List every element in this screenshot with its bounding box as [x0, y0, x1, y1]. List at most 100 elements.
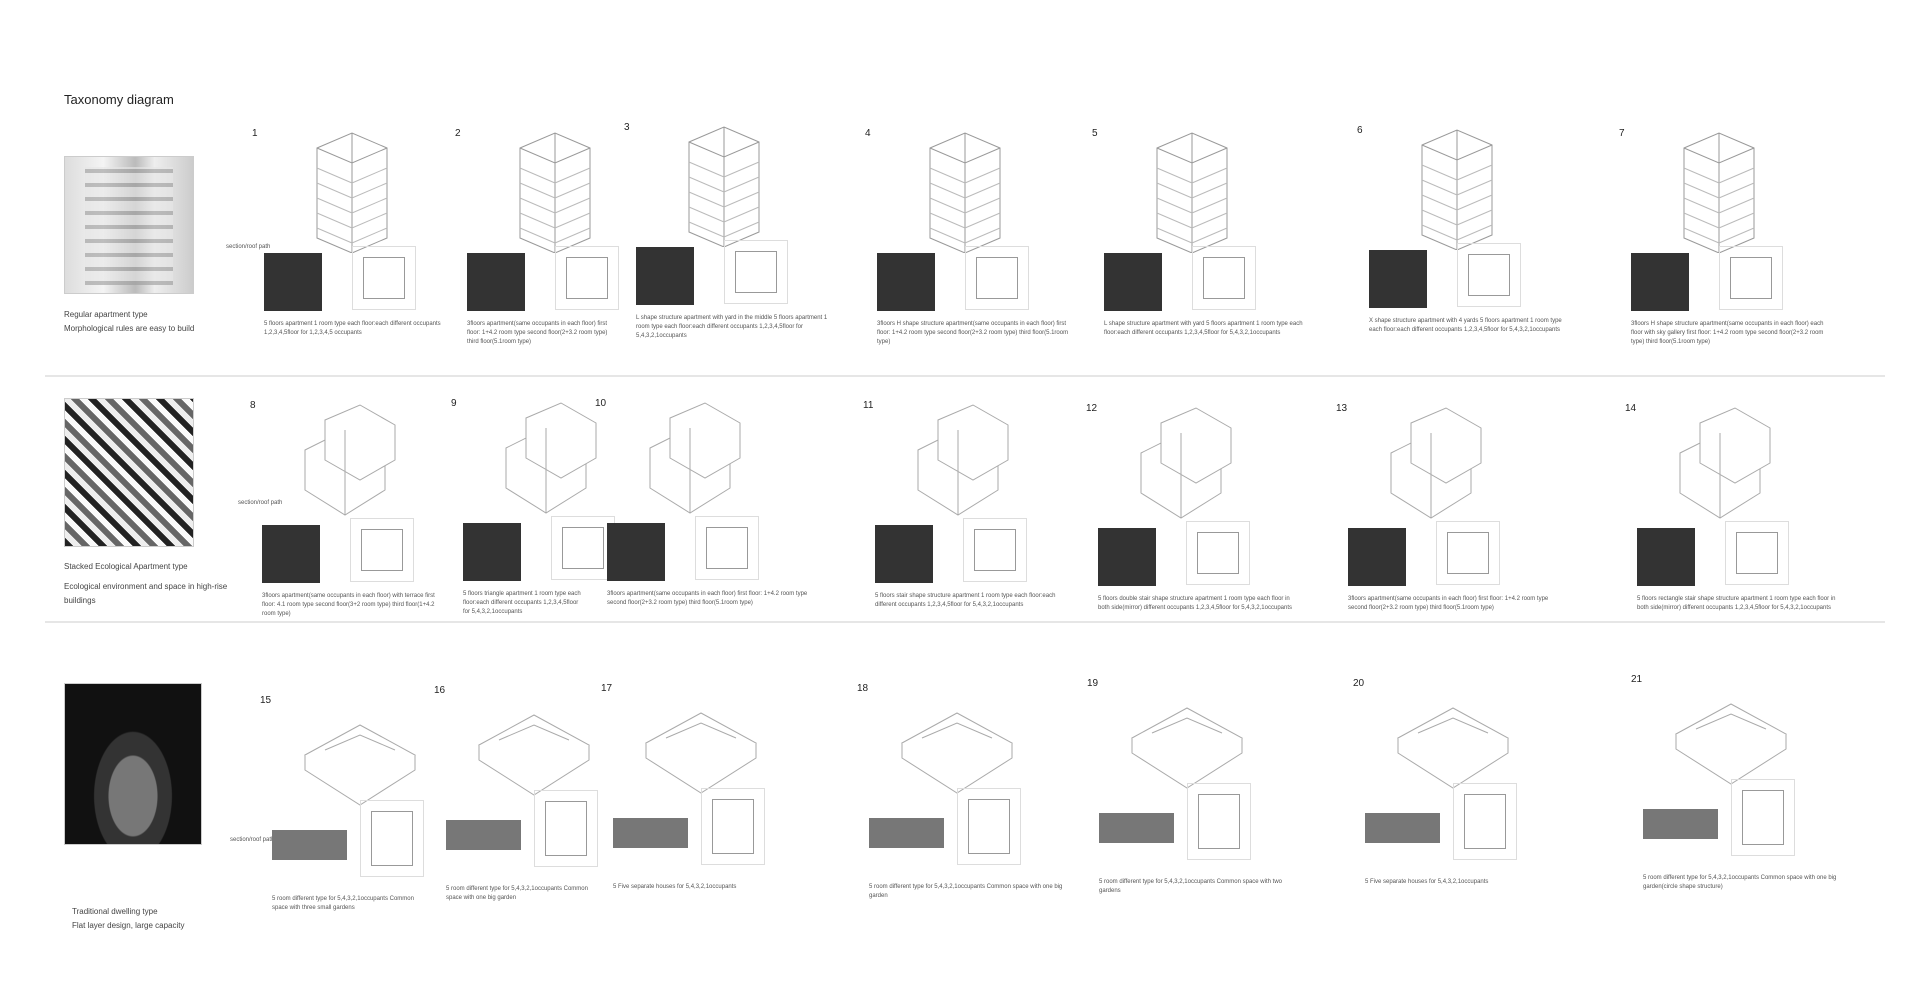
- isometric-drawing: [287, 128, 417, 254]
- section-drawing: [1098, 528, 1156, 586]
- isometric-drawing: [295, 695, 425, 820]
- isometric-drawing: [486, 398, 616, 523]
- isometric-drawing: [469, 685, 599, 810]
- section-drawing: [636, 247, 694, 305]
- item-number: 10: [595, 398, 607, 409]
- category-stacked: Stacked Ecological Apartment type Ecolog…: [64, 560, 234, 608]
- section-drawing: [1631, 253, 1689, 311]
- item-number: 11: [863, 400, 874, 411]
- roof-plan-drawing: [360, 800, 424, 877]
- item-number: 14: [1625, 403, 1637, 414]
- regular-apartment-photo: [64, 156, 194, 294]
- section-drawing: [1365, 813, 1440, 843]
- isometric-drawing: [285, 400, 415, 525]
- section-drawing: [1099, 813, 1174, 843]
- isometric-drawing: [1121, 403, 1251, 528]
- item-number: 9: [451, 398, 457, 409]
- section-drawing: [1637, 528, 1695, 586]
- taxonomy-item-1: 1 5 floors apartment 1 room type each flo…: [252, 128, 472, 368]
- roof-plan-drawing: [701, 788, 765, 865]
- roof-plan-drawing: [1453, 783, 1517, 860]
- item-number: 2: [455, 128, 461, 139]
- section-drawing: [877, 253, 935, 311]
- category-name: Traditional dwelling type: [72, 907, 158, 916]
- item-caption: L shape structure apartment with yard 5 …: [1104, 321, 1303, 336]
- isometric-drawing: [1388, 678, 1518, 803]
- item-caption: 5 room different type for 5,4,3,2,1occup…: [1099, 879, 1282, 894]
- roof-plan-drawing: [1186, 521, 1250, 585]
- section-drawing: [463, 523, 521, 581]
- section-roof-label: section/roof path: [230, 837, 275, 843]
- roof-plan-drawing: [350, 518, 414, 582]
- section-drawing: [272, 830, 347, 860]
- category-name: Regular apartment type: [64, 310, 148, 319]
- row-divider: [45, 375, 1885, 377]
- item-number: 18: [857, 683, 869, 694]
- item-number: 8: [250, 400, 256, 411]
- taxonomy-item-11: 11 5 floors stair shape structure apartme…: [863, 400, 1083, 640]
- category-name: Stacked Ecological Apartment type: [64, 562, 188, 571]
- section-drawing: [869, 818, 944, 848]
- roof-plan-drawing: [534, 790, 598, 867]
- item-caption: 3floors apartment(same occupants in each…: [467, 321, 608, 345]
- roof-plan-drawing: [352, 246, 416, 310]
- item-caption: 5 Five separate houses for 5,4,3,2,1occu…: [613, 884, 737, 890]
- item-number: 16: [434, 685, 446, 696]
- diagram-title: Taxonomy diagram: [64, 92, 174, 107]
- item-number: 1: [252, 128, 258, 139]
- roof-plan-drawing: [1725, 521, 1789, 585]
- roof-plan-drawing: [1457, 243, 1521, 307]
- category-desc: Ecological environment and space in high…: [64, 582, 228, 605]
- item-number: 4: [865, 128, 871, 139]
- category-desc: Morphological rules are easy to build: [64, 324, 195, 333]
- section-drawing: [1369, 250, 1427, 308]
- section-drawing: [1643, 809, 1718, 839]
- item-caption: 3floors apartment(same occupants in each…: [607, 591, 808, 606]
- item-number: 13: [1336, 403, 1348, 414]
- item-number: 7: [1619, 128, 1625, 139]
- category-desc: Flat layer design, large capacity: [72, 921, 185, 930]
- section-drawing: [262, 525, 320, 583]
- item-caption: X shape structure apartment with 4 yards…: [1369, 318, 1562, 333]
- isometric-drawing: [1392, 125, 1522, 251]
- row-divider: [45, 621, 1885, 623]
- taxonomy-item-14: 14 5 floors rectangle stair shape structu…: [1625, 403, 1845, 643]
- section-drawing: [1348, 528, 1406, 586]
- isometric-drawing: [898, 400, 1028, 525]
- roof-plan-drawing: [724, 240, 788, 304]
- item-caption: L shape structure apartment with yard in…: [636, 315, 828, 339]
- section-drawing: [264, 253, 322, 311]
- section-drawing: [446, 820, 521, 850]
- item-number: 21: [1631, 674, 1643, 685]
- item-number: 15: [260, 695, 272, 706]
- taxonomy-item-10: 10 3floors apartment(same occupants in ea…: [595, 398, 815, 638]
- section-drawing: [467, 253, 525, 311]
- section-roof-label: section/roof path: [226, 244, 271, 250]
- roof-plan-drawing: [965, 246, 1029, 310]
- roof-plan-drawing: [963, 518, 1027, 582]
- item-caption: 5 floors apartment 1 room type each floo…: [264, 321, 441, 336]
- roof-plan-drawing: [957, 788, 1021, 865]
- isometric-drawing: [1127, 128, 1257, 254]
- item-number: 20: [1353, 678, 1365, 689]
- isometric-drawing: [1371, 403, 1501, 528]
- isometric-drawing: [636, 683, 766, 808]
- section-drawing: [875, 525, 933, 583]
- roof-plan-drawing: [695, 516, 759, 580]
- isometric-drawing: [659, 122, 789, 248]
- roof-plan-drawing: [1731, 779, 1795, 856]
- item-caption: 5 floors stair shape structure apartment…: [875, 593, 1056, 608]
- section-drawing: [1104, 253, 1162, 311]
- item-caption: 5 floors rectangle stair shape structure…: [1637, 596, 1836, 611]
- roof-plan-drawing: [555, 246, 619, 310]
- isometric-drawing: [1122, 678, 1252, 803]
- section-roof-label: section/roof path: [238, 500, 283, 506]
